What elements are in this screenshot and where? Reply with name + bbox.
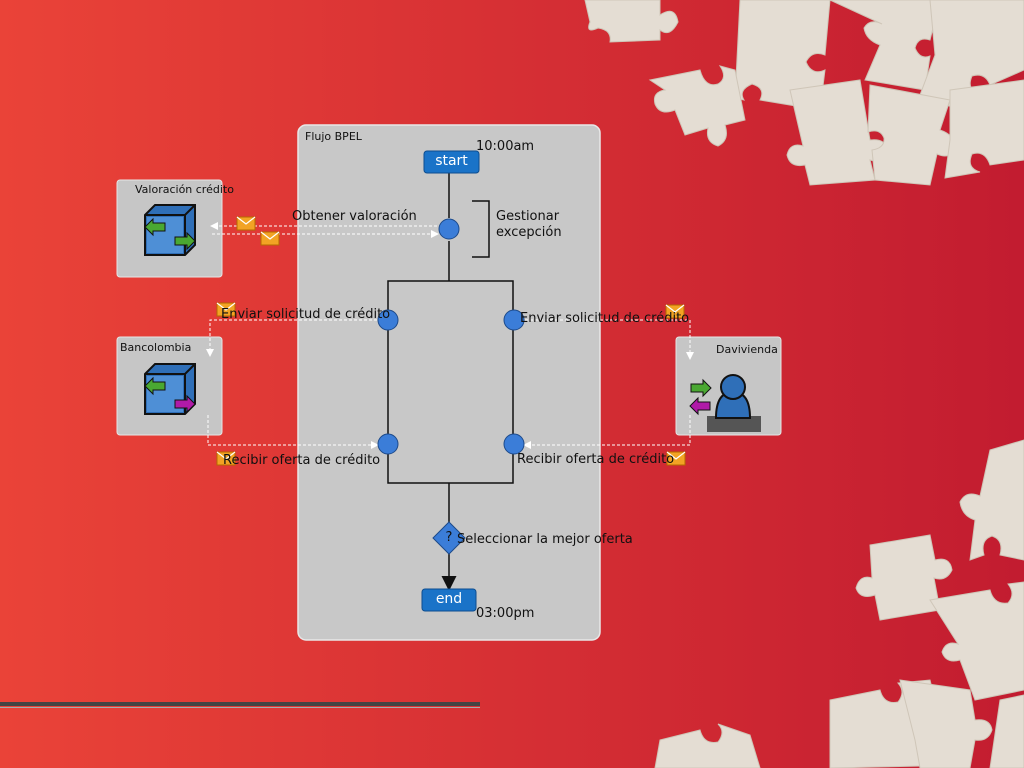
step-gestionar-label: Gestionar xyxy=(496,209,560,224)
start-label: start xyxy=(435,153,468,169)
activity-node-enviar-left xyxy=(377,309,399,331)
step-obtener-label: Obtener valoración xyxy=(292,209,417,224)
step-gestionar-label-2: excepción xyxy=(496,225,562,240)
service-cube-icon xyxy=(144,204,196,256)
step-seleccionar-label: Seleccionar la mejor oferta xyxy=(457,532,633,547)
decision-symbol: ? xyxy=(445,530,453,545)
panel-title: Flujo BPEL xyxy=(305,130,362,143)
envelope-icon xyxy=(260,231,280,246)
end-time: 03:00pm xyxy=(476,606,535,621)
bpel-flow-panel xyxy=(297,124,601,641)
service-title-valoracion: Valoración crédito xyxy=(135,183,234,196)
service-title-bancolombia: Bancolombia xyxy=(120,341,192,354)
activity-node-enviar-right xyxy=(503,309,525,331)
start-node[interactable] xyxy=(423,150,480,174)
service-title-davivienda: Davivienda xyxy=(716,343,778,356)
decision-node[interactable] xyxy=(432,521,466,555)
activity-node-recibir-left xyxy=(377,433,399,455)
step-recibir-left-label: Recibir oferta de crédito xyxy=(223,453,381,468)
envelope-icon xyxy=(236,216,256,231)
flow-lines xyxy=(387,173,514,591)
service-cube-icon xyxy=(144,363,196,415)
activity-node-obtener xyxy=(438,218,460,240)
footer-divider xyxy=(0,702,480,706)
end-node[interactable] xyxy=(421,588,477,612)
step-recibir-right-label: Recibir oferta de crédito xyxy=(517,452,675,467)
activity-node-recibir-right xyxy=(503,433,525,455)
step-enviar-right-label: Enviar solicitud de crédito xyxy=(520,311,690,326)
puzzle-decoration xyxy=(584,0,1024,768)
end-label: end xyxy=(435,591,463,607)
start-time: 10:00am xyxy=(476,139,535,154)
step-enviar-left-label: Enviar solicitud de crédito xyxy=(221,307,391,322)
user-service-icon xyxy=(689,374,761,432)
